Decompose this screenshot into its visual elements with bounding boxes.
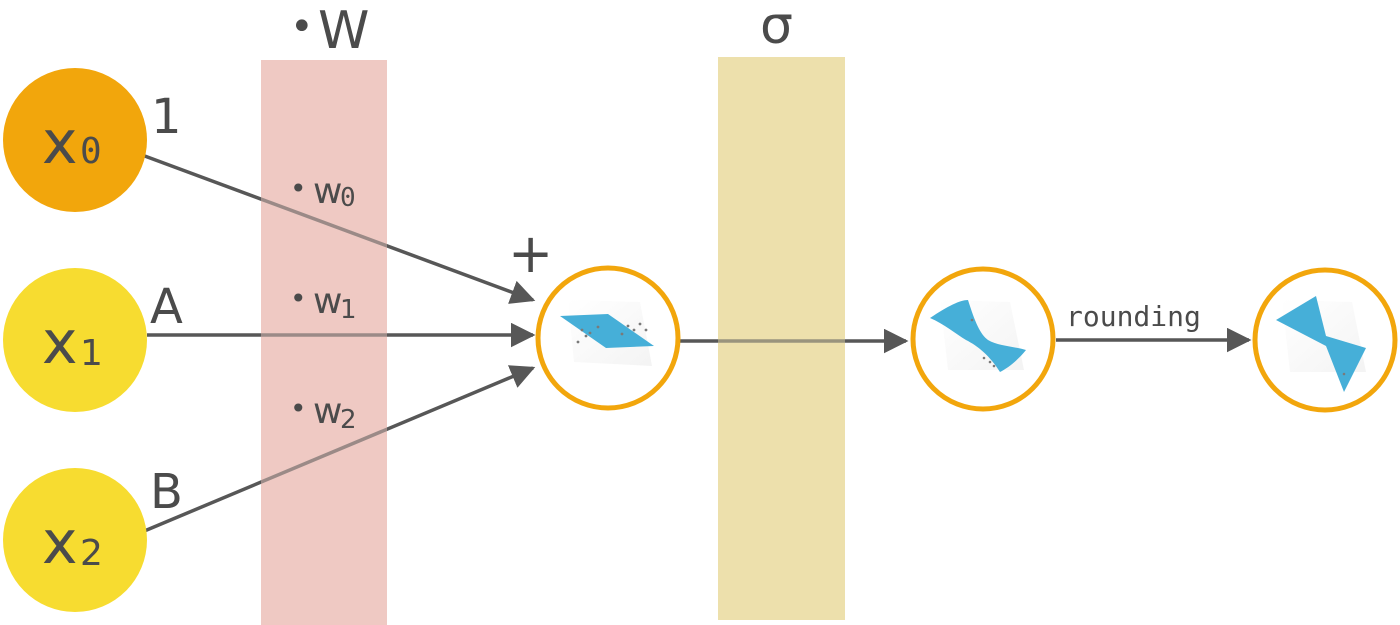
edge-label-x0: 1 (151, 89, 182, 145)
svg-text:0: 0 (340, 183, 356, 213)
sigma-band (718, 57, 845, 620)
activation-node (910, 266, 1056, 412)
sigma-band-overlay (718, 57, 845, 620)
svg-text:1: 1 (80, 333, 103, 374)
svg-text:•: • (290, 172, 307, 205)
weight-label-w1: • w 1 (290, 281, 357, 325)
svg-text:x: x (42, 508, 78, 578)
weight-label-w2: • w 2 (290, 391, 357, 435)
svg-text:•: • (290, 392, 307, 425)
input-node-x2: x 2 (3, 468, 147, 612)
svg-text:x: x (42, 108, 78, 178)
svg-text:•: • (290, 282, 307, 315)
sum-node (535, 265, 681, 411)
svg-text:2: 2 (340, 405, 357, 435)
rounded-output-node (1252, 267, 1398, 413)
sigma-band-title: σ (760, 0, 793, 56)
edge-x2-to-sum (141, 365, 536, 534)
sigmoid-surface (930, 300, 1026, 372)
weight-label-w0: • w 0 (290, 171, 356, 213)
weight-band (261, 60, 387, 625)
svg-text:•: • (290, 4, 314, 50)
weight-band-title: • W (290, 1, 369, 61)
rounding-label: rounding (1066, 300, 1201, 333)
linear-plane-surface (560, 314, 654, 348)
edge-x0-to-sum (141, 153, 536, 304)
svg-text:x: x (42, 308, 78, 378)
svg-text:0: 0 (80, 131, 102, 172)
scatter-points (576, 322, 648, 344)
weight-band-overlay (261, 60, 387, 625)
svg-text:W: W (318, 1, 369, 61)
svg-text:1: 1 (340, 295, 357, 325)
edge-label-x2: B (150, 464, 183, 520)
activation-scatter-points (970, 318, 996, 368)
input-node-x0: x 0 (3, 68, 147, 212)
step-surface (1276, 296, 1366, 392)
svg-text:2: 2 (80, 533, 103, 574)
edge-label-x1: A (150, 279, 183, 335)
svg-text:w: w (313, 391, 342, 432)
svg-text:w: w (313, 171, 342, 212)
svg-text:w: w (313, 281, 342, 322)
input-node-x1: x 1 (3, 268, 147, 412)
sum-plus-sign: + (508, 222, 553, 285)
